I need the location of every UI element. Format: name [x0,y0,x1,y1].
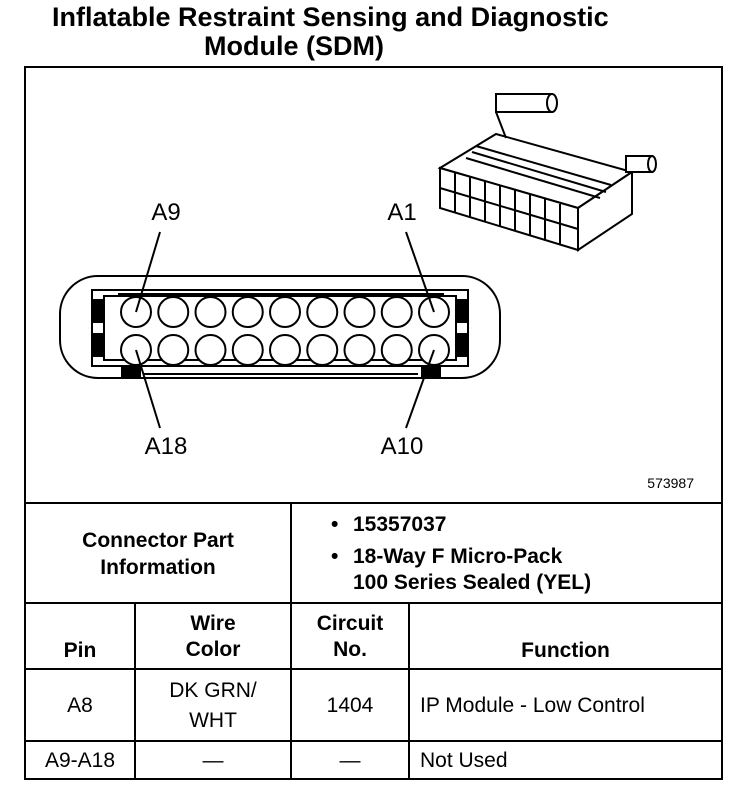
cavity [306,334,339,366]
cavity [269,296,301,328]
cell-wire-color: DK GRN/ WHT [134,670,290,742]
cavity [343,334,376,366]
cavity [380,334,413,366]
header-circuit-line-1: Circuit [316,612,384,635]
header-wire-color: Wire Color [134,604,290,670]
title-line-2: Module (SDM) [204,31,384,61]
table-row: A8 DK GRN/ WHT 1404 IP Module - Low Cont… [26,668,721,742]
cell-function: IP Module - Low Control [408,670,721,742]
bullet-text: 18-Way F Micro-Pack [353,545,563,568]
cavity [343,296,376,328]
cavity [380,296,413,328]
bullet: • [331,545,339,568]
page-title: Inflatable Restraint Sensing and Diagnos… [0,0,752,62]
connector-info-frame: A9 A1 A18 A10 573987 Connector Part Info… [24,66,723,780]
connector-description: • 18-Way F Micro-Pack [331,544,721,570]
label-a9: A9 [151,199,180,226]
cavity [157,334,190,366]
cell-function: Not Used [408,742,721,780]
wire-line-2: WHT [189,709,237,732]
cavity [306,296,339,328]
connector-diagram: A9 A1 A18 A10 573987 [59,93,694,491]
connector-3d-illustration [437,93,657,252]
bullet-text: 15357037 [353,513,447,536]
cell-circuit: 1404 [290,670,408,742]
label-a18: A18 [145,433,188,460]
title-line-1: Inflatable Restraint Sensing and Diagnos… [52,2,609,32]
header-function: Function [408,604,721,670]
cavity [194,296,227,328]
label-a10: A10 [381,433,424,460]
cavity [231,296,264,328]
connector-series: 100 Series Sealed (YEL) [331,570,721,596]
header-circuit: Circuit No. [290,604,408,670]
header-wire-line-2: Color [185,638,241,661]
connector-part-info-row: Connector Part Information • 15357037 • … [26,502,721,604]
connector-part-info-label: Connector Part Information [82,529,234,579]
header-circuit-line-2: No. [333,638,367,661]
connector-part-info-list: • 15357037 • 18-Way F Micro-Pack 100 Ser… [331,504,721,604]
cell-pin: A9-A18 [44,749,116,772]
cavity [194,334,227,366]
cavity [269,334,301,366]
bullet: • [331,513,339,536]
bullet-text: 100 Series Sealed (YEL) [353,571,592,594]
figure-id: 573987 [647,475,694,491]
cell-wire-color: — [134,742,290,780]
table-header-row: Pin Wire Color Circuit No. Function [26,602,721,670]
table-row: A9-A18 — — Not Used [26,740,721,780]
label-a1: A1 [387,199,416,226]
connector-part-number: • 15357037 [331,512,721,538]
cell-circuit: — [290,742,408,780]
header-wire-line-1: Wire [190,612,236,635]
cell-divider [290,504,292,604]
header-pin: Pin [63,639,97,662]
cavity [157,296,190,328]
cavity [231,334,264,366]
wire-line-1: DK GRN/ [169,679,257,702]
cell-pin: A8 [67,694,93,717]
pin-callout-lines [135,231,435,429]
